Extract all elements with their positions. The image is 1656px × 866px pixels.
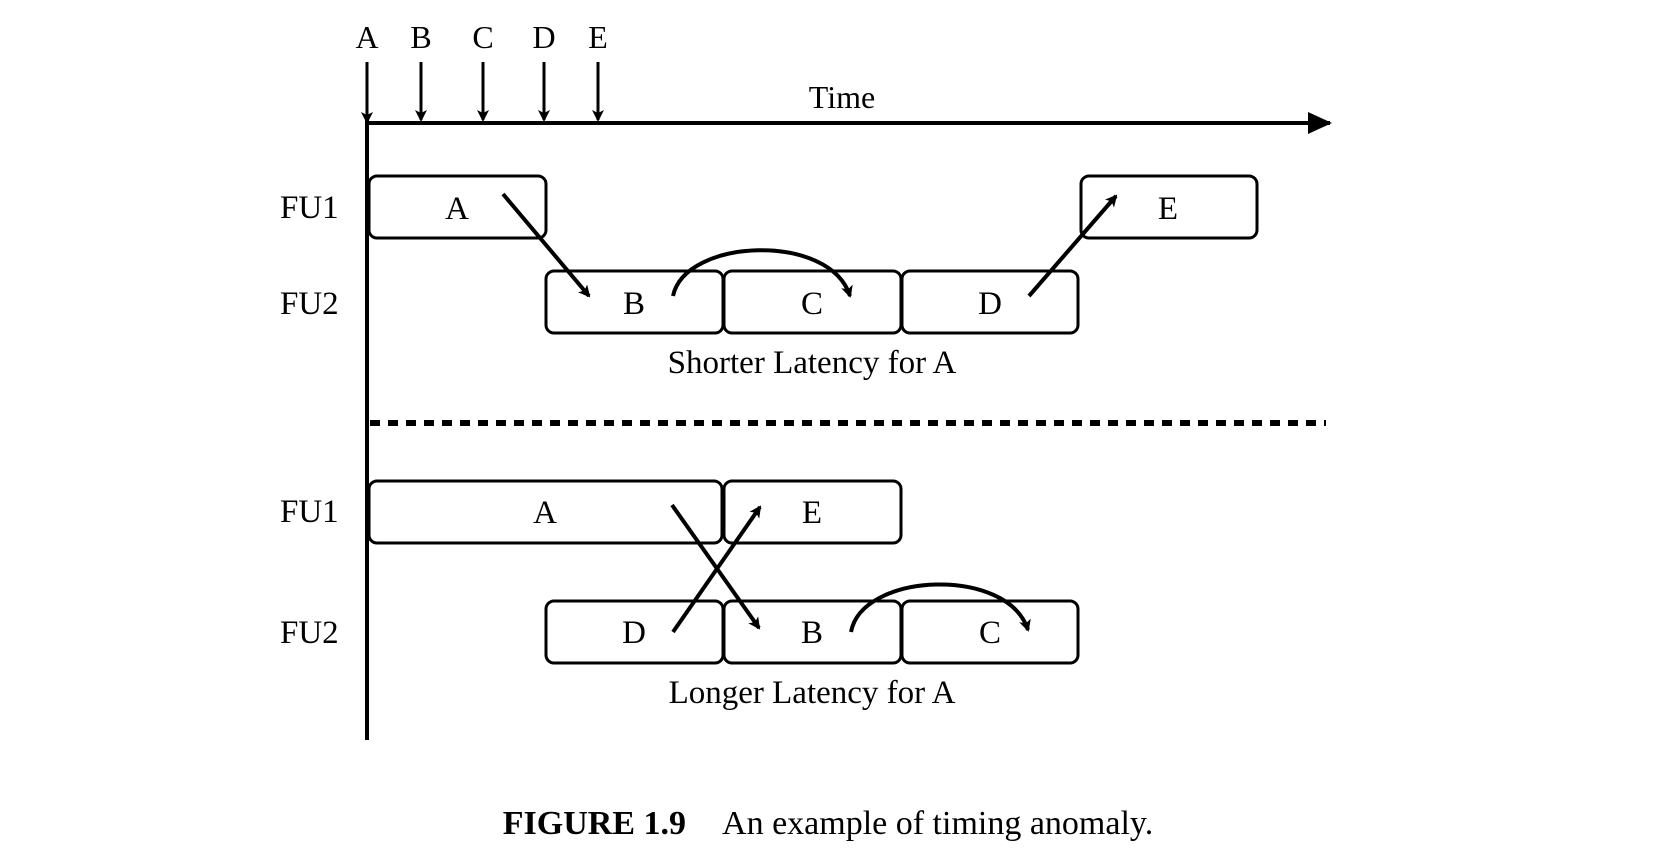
bottom-fu2-task-c (900, 599, 1080, 665)
figure-caption: FIGURE 1.9 An example of timing anomaly. (0, 805, 1656, 843)
top-fu1-task-e (1079, 174, 1259, 240)
bottom-arrow-a-to-b (670, 503, 761, 630)
arrival-label-b: B (410, 19, 431, 55)
top-schedule: FU1 FU2 A E B C D Shorter Latency for A (280, 174, 1259, 381)
arrival-label-d: D (532, 19, 555, 55)
bottom-fu2-task-b-label: B (801, 615, 823, 651)
bottom-fu1-task-a (367, 479, 724, 545)
arrival-markers: A B C D E (355, 19, 608, 124)
bottom-fu2-task-c-label: C (979, 615, 1001, 651)
top-arrow-d-to-e (1027, 194, 1118, 298)
top-fu2-task-d (900, 269, 1080, 335)
arrival-label-a: A (355, 19, 378, 55)
top-schedule-caption: Shorter Latency for A (668, 345, 957, 381)
top-fu2-task-b-label: B (623, 286, 645, 322)
top-fu1-task-a-label: A (445, 191, 469, 227)
bottom-fu1-label: FU1 (280, 494, 339, 530)
top-fu1-label: FU1 (280, 190, 339, 226)
figure-number: FIGURE 1.9 (502, 805, 687, 842)
top-fu2-task-d-label: D (978, 286, 1002, 322)
bottom-arrow-d-to-e (671, 505, 762, 634)
bottom-schedule-caption: Longer Latency for A (669, 675, 956, 711)
bottom-arrow-b-to-c (849, 582, 1031, 633)
arrival-label-c: C (472, 19, 493, 55)
figure-caption-text: An example of timing anomaly. (722, 805, 1154, 842)
bottom-fu2-label: FU2 (280, 615, 339, 651)
bottom-fu1-task-e (722, 479, 903, 545)
bottom-fu1-task-e-label: E (802, 495, 822, 531)
top-arrow-b-to-c (671, 248, 853, 298)
top-fu1-task-e-label: E (1158, 191, 1178, 227)
bottom-fu1-task-a-label: A (533, 495, 557, 531)
top-arrow-a-to-b (501, 192, 591, 298)
bottom-fu2-task-d-label: D (622, 615, 646, 651)
arrival-label-e: E (588, 19, 608, 55)
top-fu2-task-c-label: C (801, 286, 823, 322)
time-axis-label: Time (809, 79, 875, 115)
bottom-schedule: FU1 FU2 A E D B C Longer Latency for A (280, 479, 1080, 711)
top-fu2-label: FU2 (280, 286, 339, 322)
top-fu1-task-a (367, 174, 548, 240)
